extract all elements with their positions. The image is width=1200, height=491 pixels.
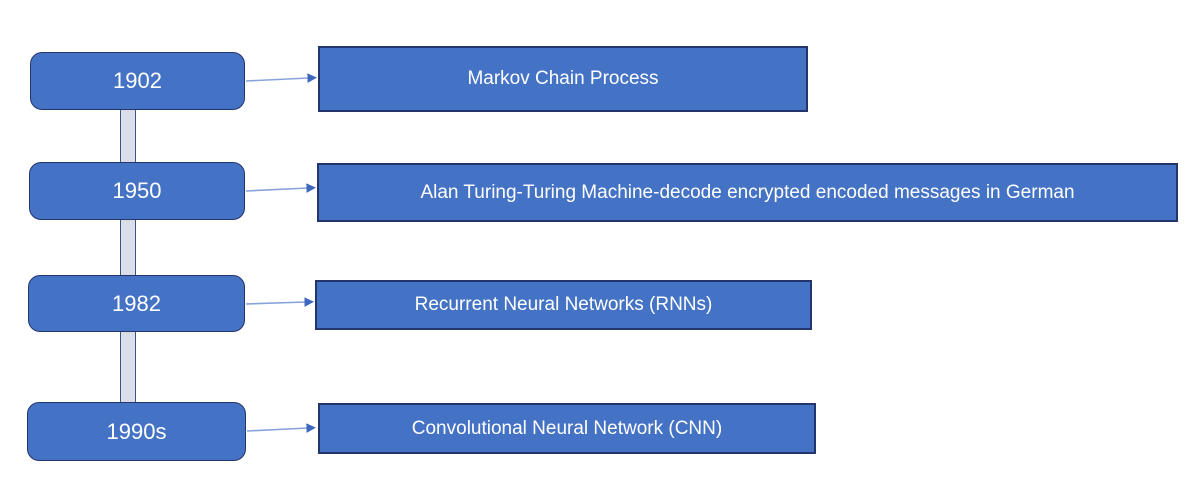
vertical-connector-1902-1950 [120, 108, 136, 164]
year-label: 1950 [112, 178, 162, 203]
event-label: Convolutional Neural Network (CNN) [411, 417, 723, 439]
year-label: 1982 [112, 290, 161, 316]
vertical-connector-1982-1990s [120, 330, 136, 404]
arrow-1902-to-event [245, 73, 317, 83]
event-label: Markov Chain Process [467, 68, 659, 89]
event-label: Recurrent Neural Networks (RNNs) [414, 294, 713, 315]
event-label: Alan Turing-Turing Machine-decode encryp… [420, 181, 1075, 203]
arrow-1990s-to-event [246, 423, 316, 433]
year-node-1990s: 1990s [27, 402, 246, 461]
vertical-connector-1950-1982 [120, 218, 136, 277]
year-label: 1990s [106, 418, 167, 444]
arrow-1982-to-event [245, 297, 314, 307]
year-label: 1902 [113, 68, 162, 93]
event-box-rnn: Recurrent Neural Networks (RNNs) [315, 280, 812, 330]
year-node-1982: 1982 [28, 275, 245, 332]
year-node-1950: 1950 [29, 162, 245, 220]
event-box-markov-chain: Markov Chain Process [318, 46, 808, 112]
year-node-1902: 1902 [30, 52, 245, 110]
arrow-1950-to-event [245, 183, 316, 193]
event-box-cnn: Convolutional Neural Network (CNN) [318, 403, 816, 454]
event-box-alan-turing: Alan Turing-Turing Machine-decode encryp… [317, 163, 1178, 222]
